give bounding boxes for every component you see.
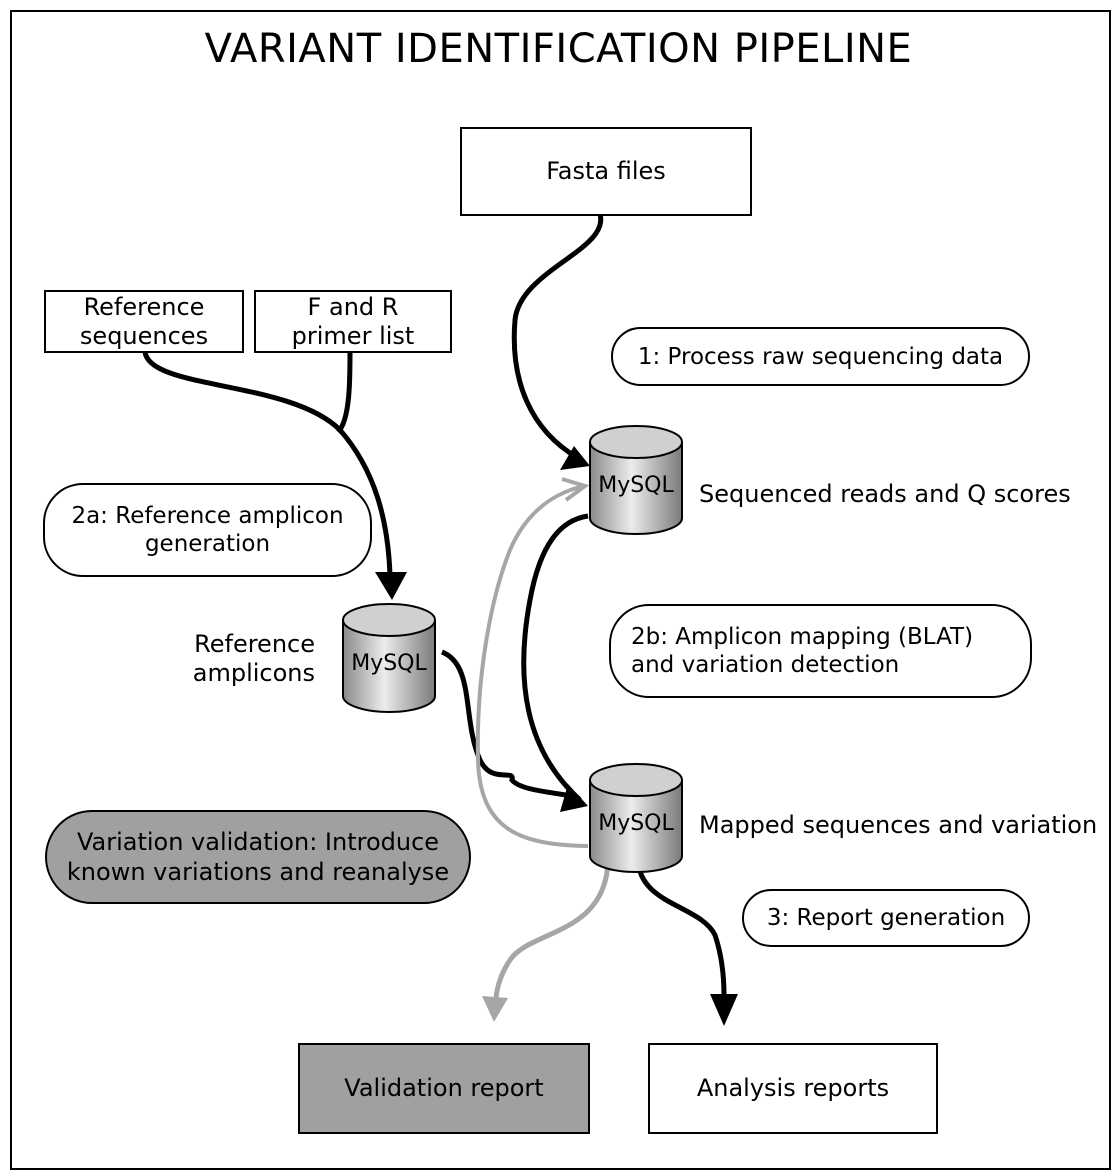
step2a-reference-amplicon: 2a: Reference amplicon generation (43, 483, 372, 577)
arrowhead-analysis-reports (710, 994, 738, 1026)
arrow-reads-to-mapped (521, 513, 589, 802)
reference-amplicons-line2: amplicons (192, 659, 315, 687)
validation-report-label: Validation report (344, 1074, 544, 1102)
step3-report-generation: 3: Report generation (742, 889, 1030, 947)
arrowhead-amplicons-db (375, 572, 407, 600)
reference-amplicons-label: Reference amplicons (190, 630, 315, 688)
arrow-validation-loop (475, 485, 589, 848)
step2a-line1: 2a: Reference amplicon (71, 503, 344, 529)
arrow-fasta-to-reads (511, 213, 604, 461)
db-label: MySQL (598, 473, 674, 498)
mapped-sequences-label: Mapped sequences and variation (699, 811, 1098, 839)
arrowhead-validation-report (482, 996, 508, 1022)
step2b-line2: and variation detection (631, 652, 900, 678)
reference-sequences-line2: sequences (79, 321, 209, 350)
validation-line2: known variations and reanalyse (66, 858, 450, 886)
variation-validation-step: Variation validation: Introduce known va… (45, 810, 471, 904)
step1-process-raw-data: 1: Process raw sequencing data (611, 327, 1030, 386)
step1-label: 1: Process raw sequencing data (637, 343, 1004, 370)
step2b-amplicon-mapping: 2b: Amplicon mapping (BLAT) and variatio… (609, 604, 1032, 698)
primer-list-line2: primer list (291, 321, 415, 350)
reference-amplicons-db: MySQL (341, 600, 437, 714)
reference-sequences-box: Reference sequences (44, 290, 244, 353)
arrow-amplicons-to-mapped (440, 649, 573, 799)
validation-line1: Variation validation: Introduce (76, 828, 440, 856)
arrowhead-mapped-db (560, 784, 588, 812)
arrowhead-reads-db (560, 446, 590, 470)
analysis-reports-box: Analysis reports (648, 1043, 938, 1134)
mapped-sequences-db: MySQL (588, 760, 684, 874)
diagram-title: VARIANT IDENTIFICATION PIPELINE (204, 26, 913, 72)
arrow-to-analysis-reports (635, 859, 727, 996)
database-icon (342, 603, 436, 713)
db-label: MySQL (598, 811, 674, 836)
step2a-line2: generation (144, 531, 271, 557)
fasta-files-box: Fasta files (460, 127, 752, 216)
db-label: MySQL (351, 651, 427, 676)
link-primers-join (336, 351, 353, 434)
primer-list-line1: F and R (307, 292, 399, 321)
database-icon (589, 425, 683, 535)
arrow-refseq-to-amplicons (142, 351, 393, 576)
reference-sequences-line1: Reference (83, 292, 205, 321)
analysis-reports-label: Analysis reports (696, 1074, 890, 1102)
step2b-line1: 2b: Amplicon mapping (BLAT) (631, 624, 974, 650)
sequenced-reads-label: Sequenced reads and Q scores (699, 480, 1071, 508)
sequenced-reads-db: MySQL (588, 422, 684, 536)
validation-report-box: Validation report (298, 1043, 590, 1134)
database-icon (589, 763, 683, 873)
arrowhead-validation-loop (561, 477, 590, 502)
step3-label: 3: Report generation (766, 905, 1006, 931)
arrow-to-validation-report (493, 861, 611, 999)
reference-amplicons-line1: Reference (194, 630, 315, 658)
fasta-files-label: Fasta files (546, 157, 666, 185)
primer-list-box: F and R primer list (254, 290, 452, 353)
